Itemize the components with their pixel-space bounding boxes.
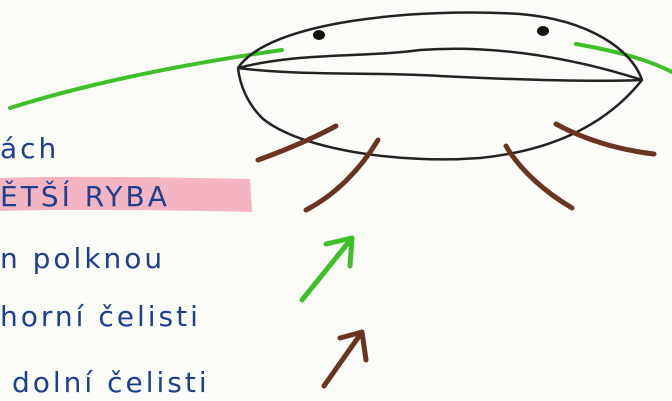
fish-leg-3: [506, 146, 572, 208]
fish-leg-4: [556, 124, 654, 154]
note-line-5: dolní čelisti: [12, 366, 210, 399]
note-line-2: ĚTŠÍ RYBA: [0, 179, 170, 213]
fish-leg-1: [258, 126, 336, 160]
green-arrow-icon: [302, 238, 352, 300]
right-green-whisker: [576, 44, 672, 72]
note-line-3: n polknou: [0, 242, 165, 275]
fish-right-eye-icon: [537, 26, 549, 36]
fish-left-eye-icon: [313, 30, 325, 40]
note-line-4: horní čelisti: [0, 300, 201, 333]
left-green-whisker: [10, 50, 282, 108]
brown-arrow-icon: [324, 332, 366, 386]
note-line-1: ách: [0, 132, 59, 165]
fish-lower-lip: [238, 68, 642, 81]
